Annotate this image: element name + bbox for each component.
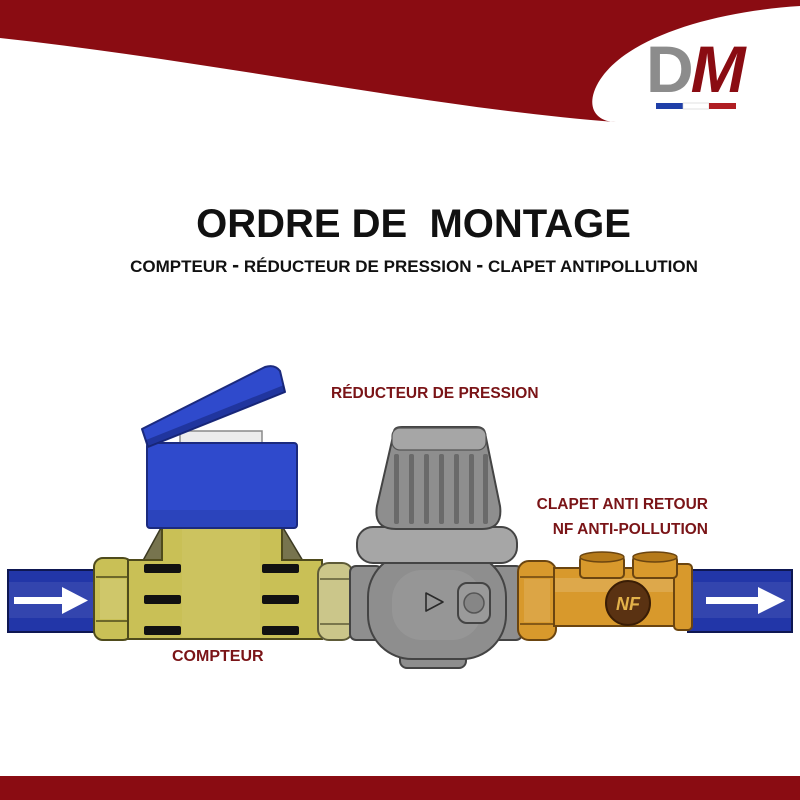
- meter-outlet-nut: [317, 562, 354, 641]
- subtitle-reducer: RÉDUCTEUR DE PRESSION: [243, 257, 472, 276]
- check-valve-label-line-1: CLAPET ANTI RETOUR: [536, 496, 708, 513]
- flag-blue-stripe: [656, 103, 683, 109]
- meter-outlet-nut-body: [317, 562, 354, 641]
- bottom-bar: [0, 776, 800, 800]
- meter-body-highlight: [182, 528, 260, 637]
- inlet-pipe: [7, 569, 101, 633]
- check-valve: NF: [517, 551, 693, 641]
- meter-right-clamps: [262, 564, 299, 635]
- meter-housing-shade: [148, 510, 296, 527]
- inlet-flow-arrow-icon: [14, 587, 88, 614]
- meter-clamp: [262, 626, 299, 635]
- pressure-reducer: [349, 426, 523, 669]
- page-title: ORDRE DE MONTAGE: [196, 202, 631, 246]
- reducer-side-plug-face: [463, 592, 485, 614]
- reducer-rib: [394, 454, 399, 524]
- meter-left-clamps: [144, 564, 181, 635]
- subtitle-separator: -: [476, 254, 484, 277]
- check-valve-label-line-2: NF ANTI-POLLUTION: [552, 521, 708, 538]
- reducer-rib: [454, 454, 459, 524]
- meter-body: [127, 525, 323, 640]
- valve-port-cap: [632, 551, 678, 563]
- meter-inlet-nut: [93, 557, 133, 641]
- meter-clamp: [144, 626, 181, 635]
- meter-clamp: [144, 564, 181, 573]
- logo-letter-d: D: [646, 32, 694, 106]
- meter-clamp: [262, 564, 299, 573]
- reducer-rib: [439, 454, 444, 524]
- subtitle-separator: -: [232, 254, 240, 277]
- valve-outlet-flare: [673, 563, 693, 631]
- reducer-flange: [356, 526, 518, 564]
- flag-red-stripe: [709, 103, 736, 109]
- logo-letter-m: M: [690, 32, 746, 106]
- water-meter: [93, 365, 354, 641]
- page-subtitle: COMPTEUR - RÉDUCTEUR DE PRESSION - CLAPE…: [28, 254, 800, 277]
- play-triangle-icon: [425, 592, 444, 612]
- meter-inlet-nut-highlight: [100, 579, 126, 619]
- reducer-rib: [483, 454, 488, 524]
- brand-logo: DM: [646, 36, 746, 102]
- meter-lid: [141, 365, 286, 448]
- reducer-rib: [409, 454, 414, 524]
- nf-badge-text: NF: [616, 594, 641, 614]
- reducer-rib: [424, 454, 429, 524]
- meter-clamp: [262, 595, 299, 604]
- subtitle-meter: COMPTEUR: [130, 257, 228, 276]
- valve-inlet-nut: [517, 560, 557, 641]
- meter-register-housing: [146, 442, 298, 529]
- outlet-pipe: [687, 569, 793, 633]
- valve-test-port-right: [632, 551, 678, 579]
- reducer-rib: [469, 454, 474, 524]
- outlet-flow-arrow-icon: [706, 587, 785, 614]
- top-swoosh: [0, 0, 800, 122]
- valve-test-port-left: [579, 551, 625, 579]
- nf-badge: [605, 580, 651, 626]
- logo-flag: [656, 102, 736, 110]
- reducer-label: RÉDUCTEUR DE PRESSION: [331, 385, 539, 402]
- meter-label: COMPTEUR: [172, 648, 264, 665]
- valve-port-cap: [579, 551, 625, 563]
- meter-clamp: [144, 595, 181, 604]
- reducer-cap-ribs: [394, 454, 488, 524]
- valve-inlet-nut-highlight: [524, 579, 550, 622]
- reducer-cap-top-ring: [391, 427, 487, 451]
- subtitle-check-valve: CLAPET ANTIPOLLUTION: [487, 257, 698, 276]
- meter-lid-edge: [146, 385, 285, 447]
